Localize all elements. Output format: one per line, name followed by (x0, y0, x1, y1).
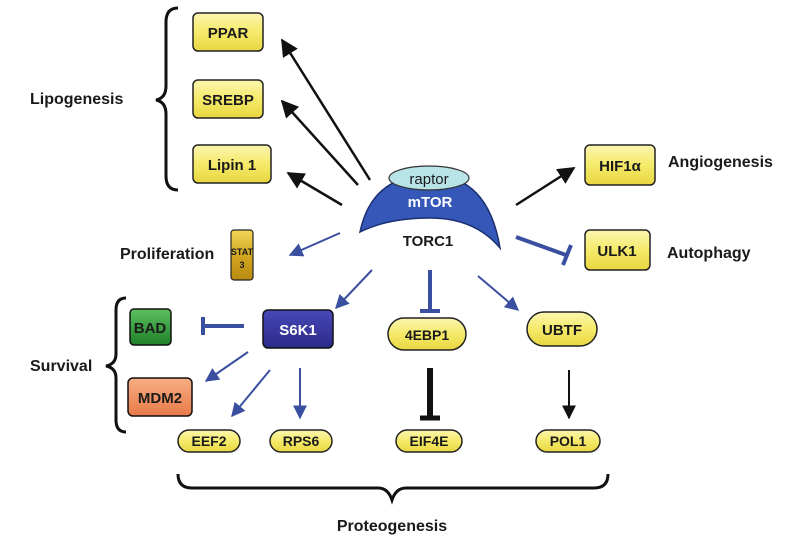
ppar-label: PPAR (208, 25, 249, 42)
ubtf-label: UBTF (542, 322, 582, 339)
raptor-label: raptor (409, 171, 448, 188)
survival-label: Survival (30, 358, 92, 375)
srebp-label: SREBP (202, 92, 254, 109)
ubtf-node: UBTF (526, 311, 598, 347)
survival-brace (105, 296, 127, 434)
stat3-label-line2: 3 (239, 260, 244, 270)
proliferation-label: Proliferation (120, 246, 214, 263)
torc1-label: TORC1 (403, 233, 454, 250)
arrow-to-mdm2 (204, 351, 249, 382)
raptor-shape (388, 165, 470, 191)
mtor-label: mTOR (408, 194, 453, 211)
hif1a-node: HIF1α (584, 144, 656, 186)
arrow-to-eef2 (231, 369, 271, 418)
stat3-node: STAT 3 (230, 229, 254, 281)
lipogenesis-brace (155, 6, 179, 192)
eif4e-label: EIF4E (410, 433, 449, 449)
lipin1-node: Lipin 1 (192, 144, 272, 184)
bad-node: BAD (129, 308, 172, 346)
srebp-node: SREBP (192, 79, 264, 119)
arrow-to-stat3 (288, 232, 341, 257)
arrow-to-hif1a (515, 166, 576, 207)
rps6-node: RPS6 (269, 429, 333, 453)
eef2-label: EEF2 (191, 433, 226, 449)
4ebp1-node: 4EBP1 (387, 317, 467, 351)
autophagy-label: Autophagy (667, 245, 751, 262)
arrow-to-s6k1 (335, 269, 373, 310)
ulk1-node: ULK1 (584, 229, 651, 271)
ppar-node: PPAR (192, 12, 264, 52)
arrow-to-ubtf (477, 275, 520, 311)
s6k1-node: S6K1 (262, 309, 334, 349)
hif1a-label: HIF1α (599, 158, 642, 175)
arrow-to-lipin1 (286, 171, 343, 207)
proteogenesis-label: Proteogenesis (337, 518, 447, 535)
mdm2-label: MDM2 (138, 390, 182, 407)
pol1-node: POL1 (535, 429, 601, 453)
s6k1-label: S6K1 (279, 322, 317, 339)
arrow-to-ppar (280, 38, 372, 181)
rps6-label: RPS6 (283, 433, 320, 449)
mdm2-node: MDM2 (127, 377, 193, 417)
inhibit-ulk1-bar (561, 244, 573, 266)
proteogenesis-brace (176, 473, 610, 505)
stat3-label-line1: STAT (231, 247, 254, 257)
angiogenesis-label: Angiogenesis (668, 154, 773, 171)
lipin1-label: Lipin 1 (208, 157, 256, 174)
lipogenesis-label: Lipogenesis (30, 91, 123, 108)
pol1-label: POL1 (550, 433, 587, 449)
4ebp1-label: 4EBP1 (405, 327, 450, 343)
ulk1-label: ULK1 (597, 243, 636, 260)
bad-label: BAD (134, 320, 167, 337)
eif4e-node: EIF4E (395, 429, 463, 453)
arrow-to-srebp (280, 99, 359, 186)
eef2-node: EEF2 (177, 429, 241, 453)
inhibit-ulk1 (515, 235, 567, 257)
